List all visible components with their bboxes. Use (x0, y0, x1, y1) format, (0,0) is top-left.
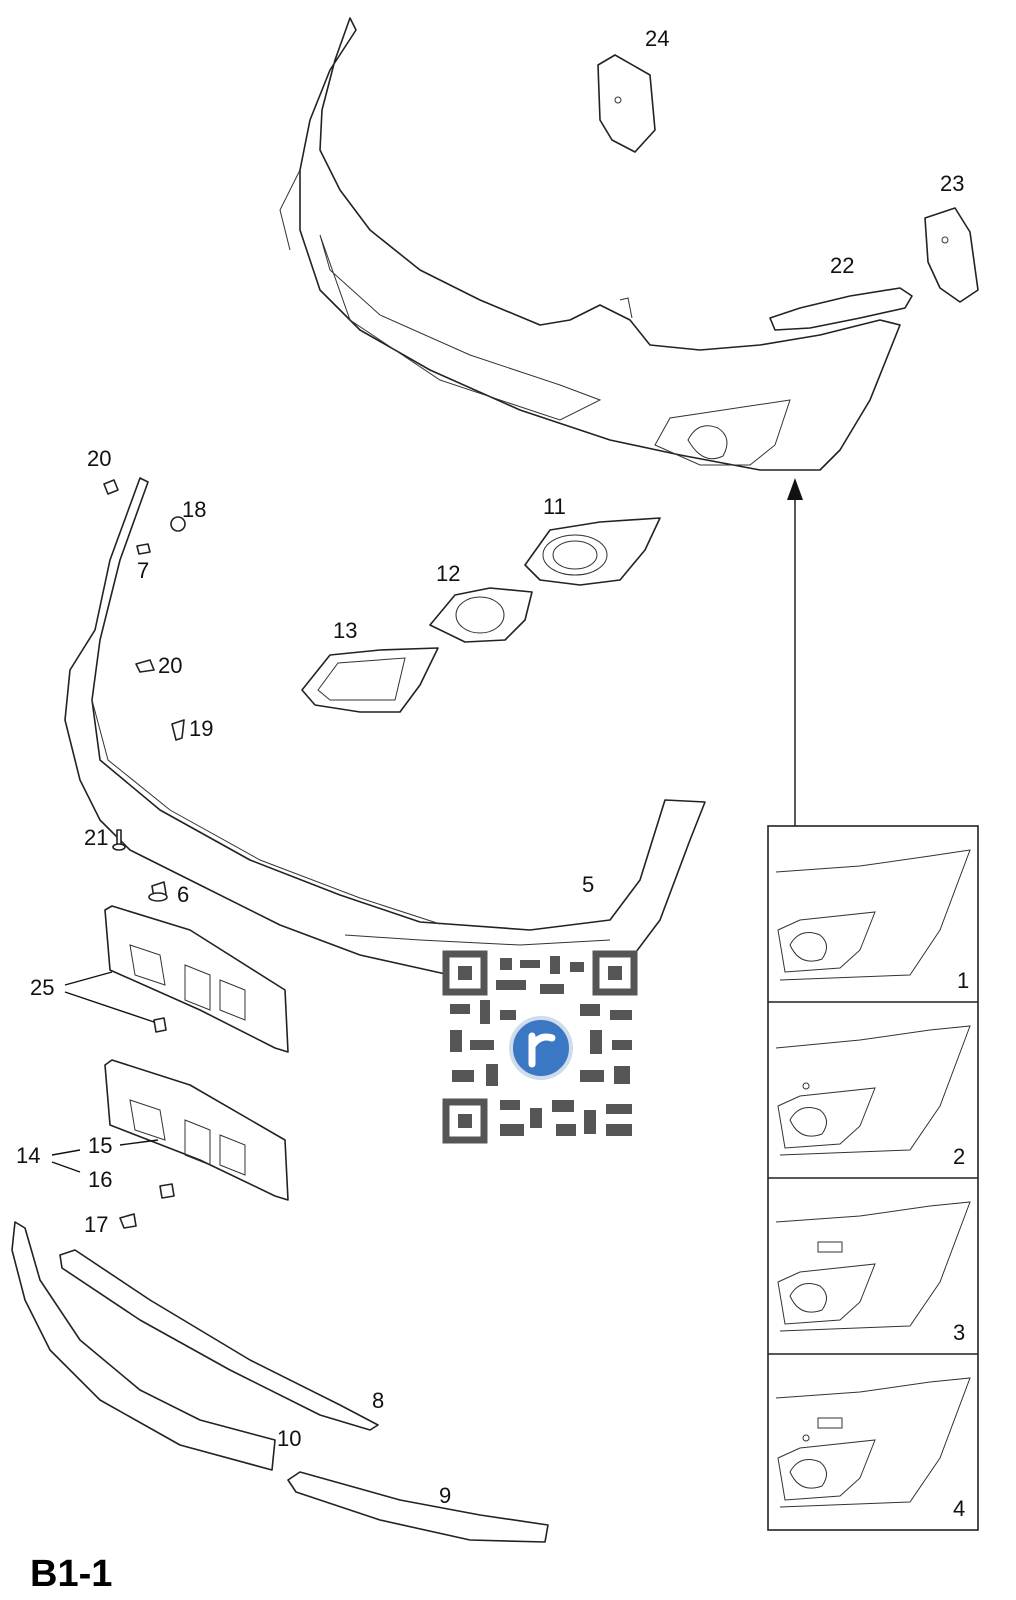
label-18: 18 (182, 497, 206, 522)
part-12-bezel-drawing (429, 587, 533, 643)
part-24-plate-drawing (597, 54, 656, 153)
small-fasteners-drawing (103, 479, 186, 1229)
label-24: 24 (645, 26, 669, 51)
label-5: 5 (582, 872, 594, 897)
part-5-bumper-cover-drawing (64, 477, 706, 983)
diagram-title: B1-1 (30, 1553, 112, 1595)
variant-panels (767, 825, 979, 1531)
label-16: 16 (88, 1167, 112, 1192)
label-14: 14 (16, 1143, 40, 1168)
part-22-bracket-drawing (769, 287, 913, 331)
label-23: 23 (940, 171, 964, 196)
part-11-bezel-drawing (524, 517, 661, 586)
variant-4-drawing (775, 1377, 971, 1508)
variant-1-drawing (775, 849, 971, 981)
part-23-plate-drawing (924, 207, 979, 303)
label-25: 25 (30, 975, 54, 1000)
leader-lines (51, 478, 803, 1173)
label-6: 6 (177, 882, 189, 907)
label-20-middle: 20 (158, 653, 182, 678)
label-15: 15 (88, 1133, 112, 1158)
label-9: 9 (439, 1483, 451, 1508)
qr-code-image (442, 950, 638, 1144)
variant-label-4: 4 (953, 1496, 965, 1521)
part-15-plate-bracket-drawing (104, 1059, 289, 1201)
part-13-bezel-drawing (301, 647, 439, 713)
label-11: 11 (543, 494, 566, 519)
part-10-lower-panel-drawing (11, 1221, 276, 1471)
label-20-top: 20 (87, 446, 111, 471)
label-12: 12 (436, 561, 460, 586)
label-8: 8 (372, 1388, 384, 1413)
variant-2-drawing (775, 1025, 971, 1156)
bumper-fascia-drawing (279, 17, 901, 471)
part-8-strip-drawing (59, 1249, 379, 1431)
variant-3-drawing (775, 1201, 971, 1332)
variant-label-2: 2 (953, 1144, 965, 1169)
label-10: 10 (277, 1426, 301, 1451)
label-7: 7 (137, 558, 149, 583)
part-labels: 24 23 22 20 18 7 11 12 13 20 19 21 6 5 2… (16, 26, 969, 1595)
label-21: 21 (84, 825, 108, 850)
part-25-plate-bracket-drawing (104, 905, 289, 1053)
variant-label-1: 1 (957, 968, 969, 993)
label-19: 19 (189, 716, 213, 741)
variant-label-3: 3 (953, 1320, 965, 1345)
part-9-strip-drawing (287, 1471, 549, 1543)
label-22: 22 (830, 253, 854, 278)
label-17: 17 (84, 1212, 108, 1237)
label-13: 13 (333, 618, 357, 643)
